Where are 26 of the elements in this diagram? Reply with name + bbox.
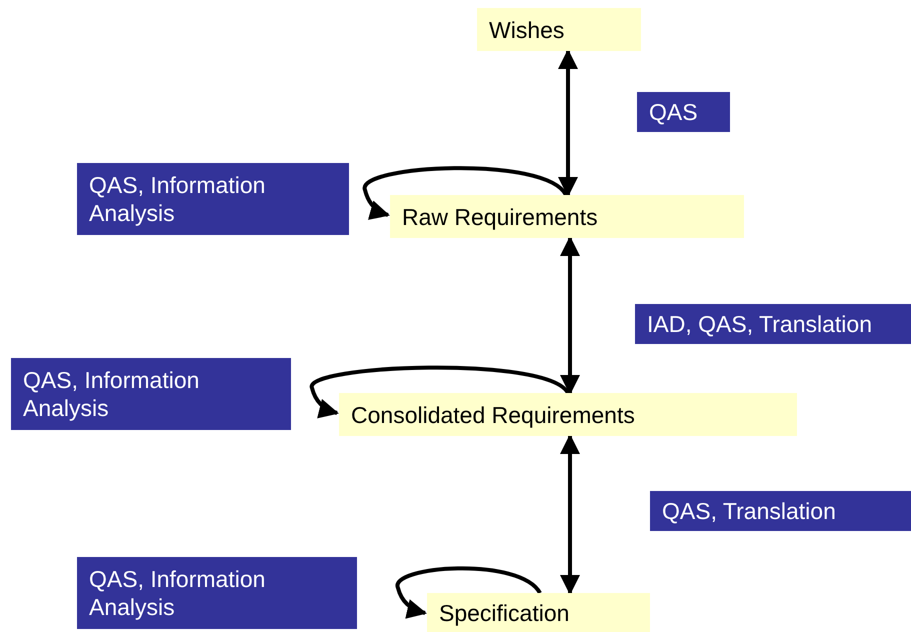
box-text: QAS, Translation	[662, 497, 836, 525]
double-arrow	[560, 434, 580, 595]
stage-box	[427, 593, 650, 632]
role-box	[637, 92, 730, 132]
box-text: QAS	[649, 98, 698, 126]
double-arrow	[560, 236, 580, 395]
role-box	[635, 304, 911, 344]
stage-box	[477, 8, 641, 51]
box-text: Wishes	[489, 16, 564, 44]
stage-box	[339, 393, 797, 436]
box-text: Raw Requirements	[402, 202, 598, 230]
box-text: QAS, Information Analysis	[89, 565, 266, 621]
stage-box	[390, 195, 744, 238]
loop-arrow	[396, 566, 542, 618]
box-text: Specification	[439, 598, 570, 626]
box-text: IAD, QAS, Translation	[647, 310, 872, 338]
loop-arrow	[363, 166, 568, 219]
role-box	[77, 557, 357, 629]
role-box	[77, 163, 349, 235]
double-arrow	[558, 49, 578, 197]
role-box	[11, 358, 291, 430]
role-box	[650, 491, 911, 531]
box-text: QAS, Information Analysis	[89, 171, 266, 227]
loop-arrow	[310, 366, 570, 418]
box-text: Consolidated Requirements	[351, 400, 635, 428]
box-text: QAS, Information Analysis	[23, 366, 200, 422]
